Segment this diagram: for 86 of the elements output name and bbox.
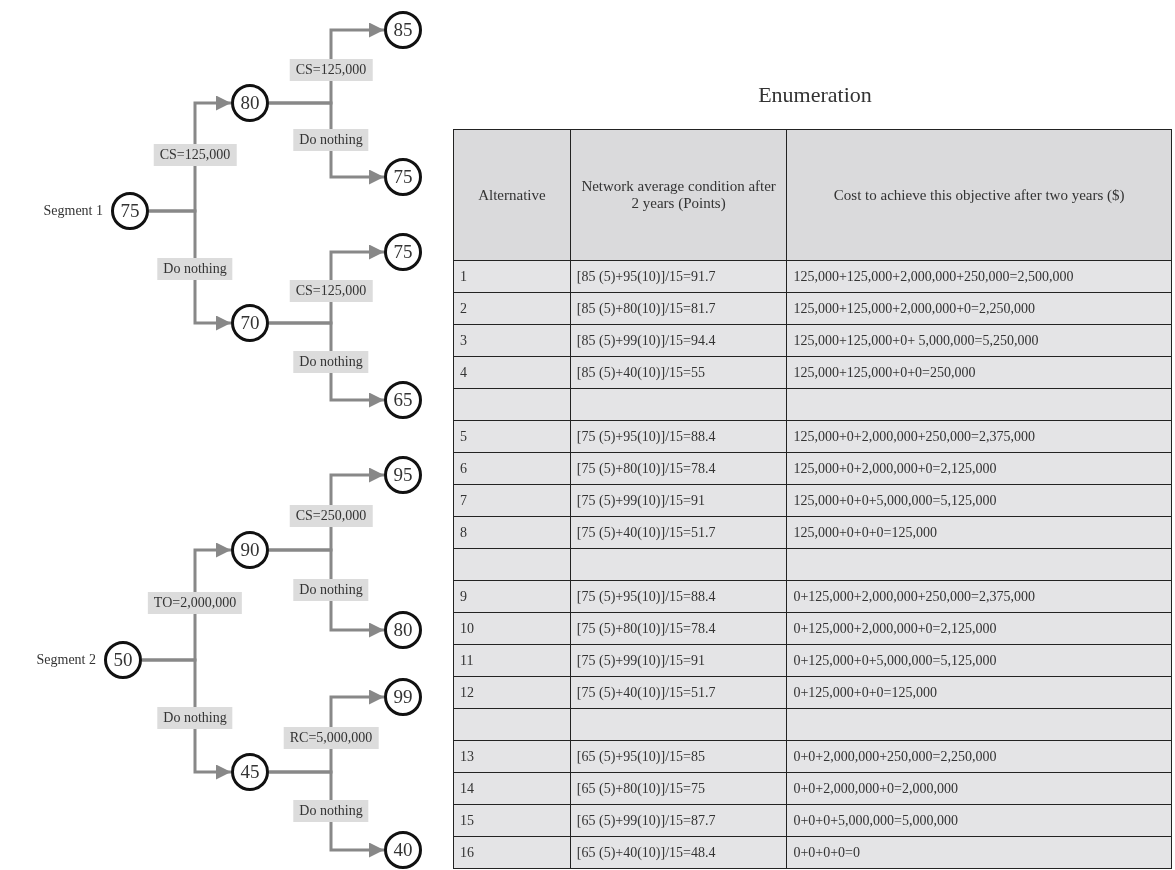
edge-label: RC=5,000,000 bbox=[283, 727, 379, 750]
alternative-number: 4 bbox=[453, 356, 571, 389]
condition-formula: [65 (5)+40(10)]/15=48.4 bbox=[570, 836, 787, 869]
edge-label: TO=2,000,000 bbox=[147, 591, 243, 614]
alternative-number: 13 bbox=[453, 740, 571, 773]
alternative-number: 9 bbox=[453, 580, 571, 613]
condition-formula: [75 (5)+40(10)]/15=51.7 bbox=[570, 516, 787, 549]
branch-arrow bbox=[269, 101, 384, 185]
condition-formula: [85 (5)+80(10)]/15=81.7 bbox=[570, 292, 787, 325]
alternative-number: 12 bbox=[453, 676, 571, 709]
alternative-number: 3 bbox=[453, 324, 571, 357]
branch-arrow bbox=[149, 209, 231, 331]
state-circle: 65 bbox=[384, 381, 422, 419]
cost-formula: 0+125,000+0+0=125,000 bbox=[786, 676, 1172, 709]
state-circle: 85 bbox=[384, 11, 422, 49]
cost-formula: 0+0+2,000,000+0=2,000,000 bbox=[786, 772, 1172, 805]
cost-formula: 0+125,000+0+5,000,000=5,125,000 bbox=[786, 644, 1172, 677]
edge-label: Do nothing bbox=[293, 579, 369, 601]
state-circle: 50 bbox=[104, 641, 142, 679]
state-circle: 40 bbox=[384, 831, 422, 869]
alternative-number: 16 bbox=[453, 836, 571, 869]
edge-label: Do nothing bbox=[293, 350, 369, 373]
cost-formula: 125,000+125,000+0+ 5,000,000=5,250,000 bbox=[786, 324, 1172, 357]
cost-formula: 0+125,000+2,000,000+0=2,125,000 bbox=[786, 612, 1172, 645]
cost-formula: 0+125,000+2,000,000+250,000=2,375,000 bbox=[786, 580, 1172, 613]
state-circle: 70 bbox=[231, 304, 269, 342]
cost-formula: 125,000+0+2,000,000+0=2,125,000 bbox=[786, 452, 1172, 485]
alternative-number: 7 bbox=[453, 484, 571, 517]
column-header: Cost to achieve this objective after two years ($) bbox=[786, 129, 1172, 261]
cost-formula: 125,000+0+0+0=125,000 bbox=[786, 516, 1172, 549]
alternative-number: 1 bbox=[453, 260, 571, 293]
table-title: Enumeration bbox=[757, 82, 873, 108]
branch-arrow bbox=[269, 770, 384, 858]
alternative-number: 5 bbox=[453, 420, 571, 453]
cost-formula: 0+0+2,000,000+250,000=2,250,000 bbox=[786, 740, 1172, 773]
condition-formula: [75 (5)+99(10)]/15=91 bbox=[570, 644, 787, 677]
condition-formula: [85 (5)+40(10)]/15=55 bbox=[570, 356, 787, 389]
state-circle: 95 bbox=[384, 456, 422, 494]
column-header: Network average condition after 2 years (Points) bbox=[570, 129, 787, 261]
condition-formula: [75 (5)+95(10)]/15=88.4 bbox=[570, 420, 787, 453]
condition-formula: [75 (5)+80(10)]/15=78.4 bbox=[570, 612, 787, 645]
branch-arrow bbox=[269, 321, 384, 408]
state-circle: 75 bbox=[384, 233, 422, 271]
alternative-number: 15 bbox=[453, 804, 571, 837]
edge-label: Do nothing bbox=[157, 707, 233, 730]
condition-formula: [75 (5)+95(10)]/15=88.4 bbox=[570, 580, 787, 613]
cost-formula: 125,000+125,000+2,000,000+250,000=2,500,000 bbox=[786, 260, 1172, 293]
cost-formula: 125,000+0+0+5,000,000=5,125,000 bbox=[786, 484, 1172, 517]
edge-label: CS=125,000 bbox=[289, 59, 373, 82]
alternative-number: 11 bbox=[453, 644, 571, 677]
branch-arrow bbox=[142, 658, 231, 780]
edge-label: CS=125,000 bbox=[153, 143, 237, 166]
condition-formula: [65 (5)+95(10)]/15=85 bbox=[570, 740, 787, 773]
state-circle: 80 bbox=[231, 84, 269, 122]
edge-label: Do nothing bbox=[157, 258, 233, 281]
edge-label: Do nothing bbox=[293, 800, 369, 822]
cost-formula: 0+0+0+0=0 bbox=[786, 836, 1172, 869]
state-circle: 75 bbox=[111, 192, 149, 230]
column-header: Alternative bbox=[453, 129, 571, 261]
condition-formula: [85 (5)+95(10)]/15=91.7 bbox=[570, 260, 787, 293]
alternative-number: 14 bbox=[453, 772, 571, 805]
alternative-number: 6 bbox=[453, 452, 571, 485]
alternative-number: 10 bbox=[453, 612, 571, 645]
condition-formula: [75 (5)+40(10)]/15=51.7 bbox=[570, 676, 787, 709]
condition-formula: [85 (5)+99(10)]/15=94.4 bbox=[570, 324, 787, 357]
condition-formula: [65 (5)+99(10)]/15=87.7 bbox=[570, 804, 787, 837]
cost-formula: 0+0+0+5,000,000=5,000,000 bbox=[786, 804, 1172, 837]
edge-label: Do nothing bbox=[293, 129, 369, 151]
condition-formula: [65 (5)+80(10)]/15=75 bbox=[570, 772, 787, 805]
segment-label: Segment 2 bbox=[36, 652, 96, 668]
edge-label: CS=250,000 bbox=[289, 505, 373, 528]
branch-arrow bbox=[269, 548, 384, 638]
condition-formula: [75 (5)+80(10)]/15=78.4 bbox=[570, 452, 787, 485]
state-circle: 75 bbox=[384, 158, 422, 196]
state-circle: 90 bbox=[231, 531, 269, 569]
edge-label: CS=125,000 bbox=[289, 280, 373, 303]
condition-formula: [75 (5)+99(10)]/15=91 bbox=[570, 484, 787, 517]
cost-formula: 125,000+125,000+2,000,000+0=2,250,000 bbox=[786, 292, 1172, 325]
alternative-number: 8 bbox=[453, 516, 571, 549]
state-circle: 99 bbox=[384, 678, 422, 716]
cost-formula: 125,000+0+2,000,000+250,000=2,375,000 bbox=[786, 420, 1172, 453]
state-circle: 45 bbox=[231, 753, 269, 791]
alternative-number: 2 bbox=[453, 292, 571, 325]
cost-formula: 125,000+125,000+0+0=250,000 bbox=[786, 356, 1172, 389]
segment-label: Segment 1 bbox=[43, 203, 103, 219]
state-circle: 80 bbox=[384, 611, 422, 649]
